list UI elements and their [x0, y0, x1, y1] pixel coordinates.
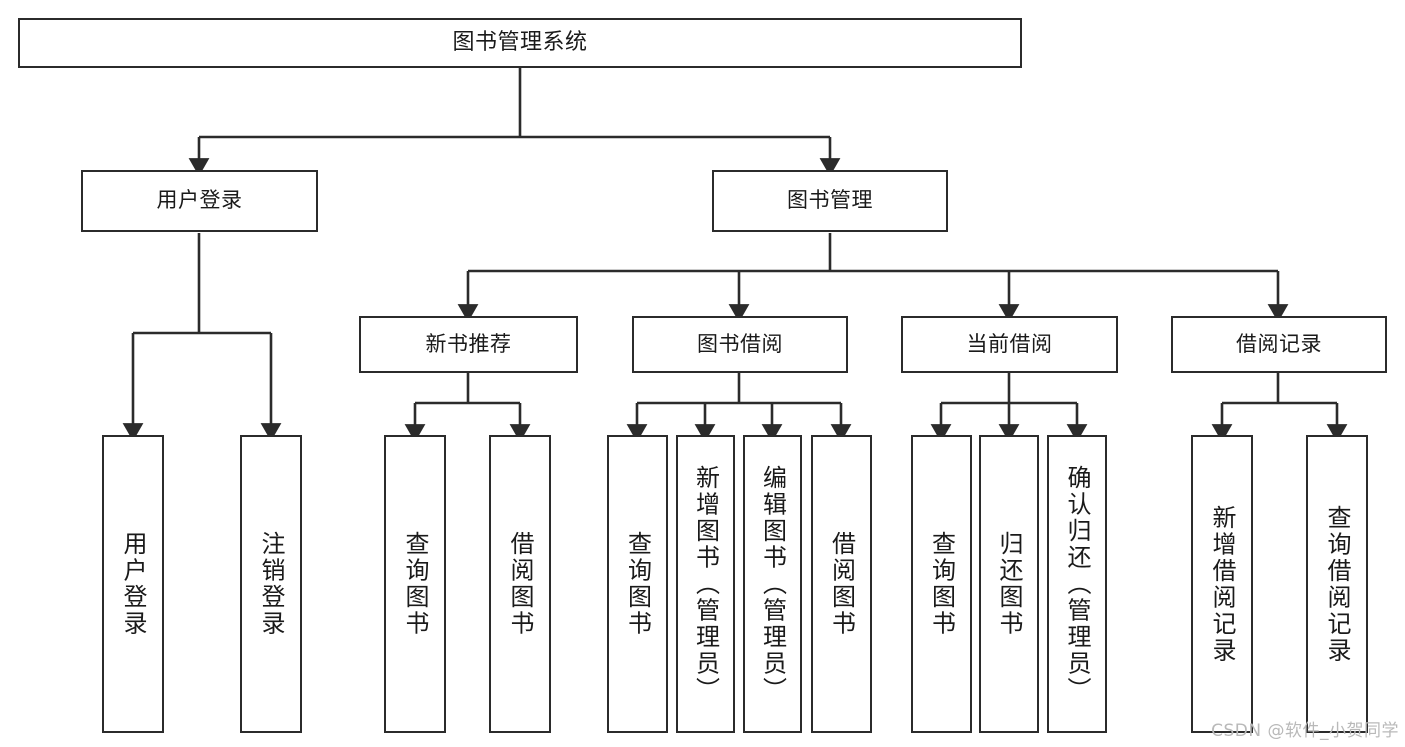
leaf-user-login[interactable]: 用户登录: [102, 435, 164, 733]
leaf-query-book-borrow[interactable]: 查询图书: [607, 435, 668, 733]
node-label: 新增借阅记录: [1208, 504, 1236, 664]
leaf-borrow-book[interactable]: 借阅图书: [811, 435, 872, 733]
node-label: 归还图书: [995, 531, 1023, 637]
node-borrow-record[interactable]: 借阅记录: [1171, 316, 1387, 373]
node-label: 借阅图书: [827, 531, 856, 637]
node-current-borrow[interactable]: 当前借阅: [901, 316, 1118, 373]
leaf-logout[interactable]: 注销登录: [240, 435, 302, 733]
leaf-add-borrow-record[interactable]: 新增借阅记录: [1191, 435, 1253, 733]
node-book-borrow[interactable]: 图书借阅: [632, 316, 848, 373]
node-label: 查询图书: [401, 531, 429, 637]
node-label: 查询图书: [927, 531, 956, 637]
node-label: 用户登录: [156, 188, 243, 213]
node-label: 查询借阅记录: [1323, 504, 1351, 664]
node-label: 注销登录: [257, 531, 285, 637]
leaf-query-book-current[interactable]: 查询图书: [911, 435, 972, 733]
node-label: 图书管理: [787, 188, 873, 213]
leaf-confirm-return-admin[interactable]: 确认归还（管理员）: [1047, 435, 1107, 733]
node-label: 确认归还（管理员）: [1063, 464, 1091, 704]
node-label: 图书管理系统: [452, 29, 588, 55]
node-label: 图书借阅: [697, 331, 783, 356]
leaf-query-borrow-record[interactable]: 查询借阅记录: [1306, 435, 1368, 733]
node-user-login[interactable]: 用户登录: [81, 170, 318, 232]
leaf-return-book[interactable]: 归还图书: [979, 435, 1039, 733]
node-label: 编辑图书（管理员）: [758, 464, 787, 704]
leaf-borrow-book-recommend[interactable]: 借阅图书: [489, 435, 551, 733]
node-label: 用户登录: [119, 531, 147, 637]
leaf-edit-book-admin[interactable]: 编辑图书（管理员）: [743, 435, 802, 733]
node-label: 借阅图书: [506, 531, 534, 637]
leaf-add-book-admin[interactable]: 新增图书（管理员）: [676, 435, 735, 733]
node-root-system[interactable]: 图书管理系统: [18, 18, 1022, 68]
watermark-text: CSDN @软件_小贺同学: [1211, 721, 1399, 741]
node-label: 查询图书: [623, 531, 652, 637]
node-label: 当前借阅: [966, 331, 1053, 356]
node-label: 借阅记录: [1236, 331, 1322, 356]
leaf-query-book-recommend[interactable]: 查询图书: [384, 435, 446, 733]
node-book-management[interactable]: 图书管理: [712, 170, 948, 232]
node-label: 新书推荐: [425, 331, 512, 356]
node-label: 新增图书（管理员）: [691, 464, 720, 704]
node-new-book-recommend[interactable]: 新书推荐: [359, 316, 578, 373]
